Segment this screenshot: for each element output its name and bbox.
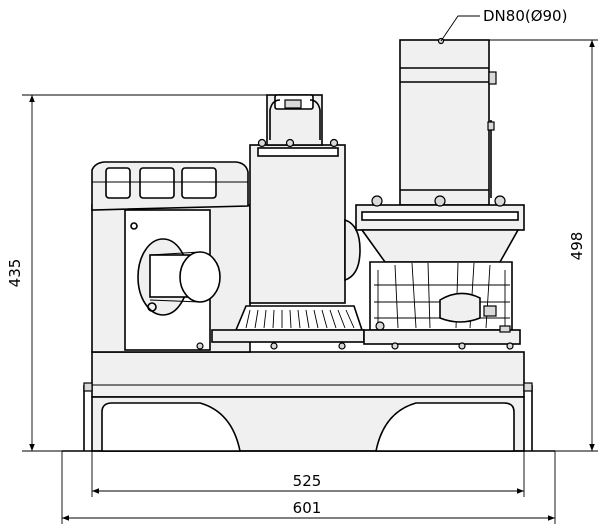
tank-body <box>91 204 251 353</box>
right-pump <box>355 37 525 345</box>
dimension-601: 601 <box>61 451 556 524</box>
dimension-435: 435 <box>6 94 267 452</box>
fins <box>245 309 355 329</box>
center-pump <box>211 94 365 343</box>
dimension-525: 525 <box>91 451 525 497</box>
outlet-label: DN80(Ø90) <box>483 7 567 25</box>
base-frame <box>62 351 555 452</box>
dimension-498: 498 <box>489 39 598 452</box>
deck-bolts <box>196 342 514 350</box>
right-skid-cutout <box>375 402 515 452</box>
width-inner-label: 525 <box>293 472 322 490</box>
height-left-label: 435 <box>6 259 24 288</box>
width-outer-label: 601 <box>293 499 322 517</box>
height-right-label: 498 <box>568 232 586 261</box>
cover-lid <box>91 161 249 211</box>
left-skid-cutout <box>101 402 241 452</box>
outlet-callout: DN80(Ø90) <box>440 7 567 42</box>
